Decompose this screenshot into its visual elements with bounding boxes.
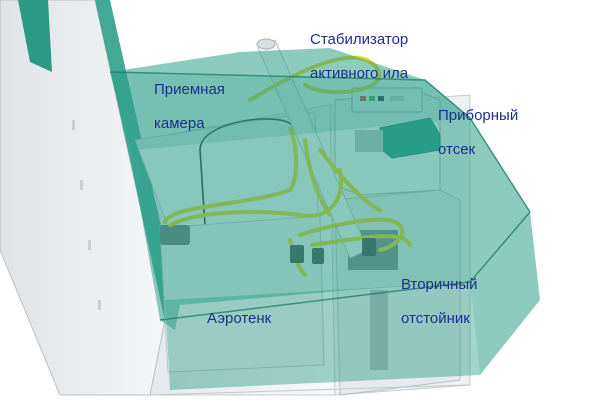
label-line: отсек (438, 141, 476, 158)
label-line: активного ила (310, 65, 409, 82)
label-line: Стабилизатор (310, 31, 409, 48)
translucent-casing (109, 48, 540, 390)
label-line: Вторичный (401, 276, 478, 293)
label-instrument-compartment: Приборный отсек (438, 90, 518, 175)
base-edge (149, 384, 471, 396)
label-line: камера (154, 115, 205, 132)
label-sludge-stabilizer: Стабилизатор активного ила (310, 14, 408, 99)
label-line: Приборный (438, 107, 519, 124)
label-line: Аэротенк (207, 310, 272, 327)
label-line: Приемная (154, 81, 225, 98)
label-secondary-settler: Вторичный отстойник (401, 259, 478, 344)
label-aerotank: Аэротенк (207, 293, 271, 344)
label-receiving-chamber: Приемная камера (154, 64, 225, 149)
label-line: отстойник (401, 310, 470, 327)
lid-window (18, 0, 52, 72)
